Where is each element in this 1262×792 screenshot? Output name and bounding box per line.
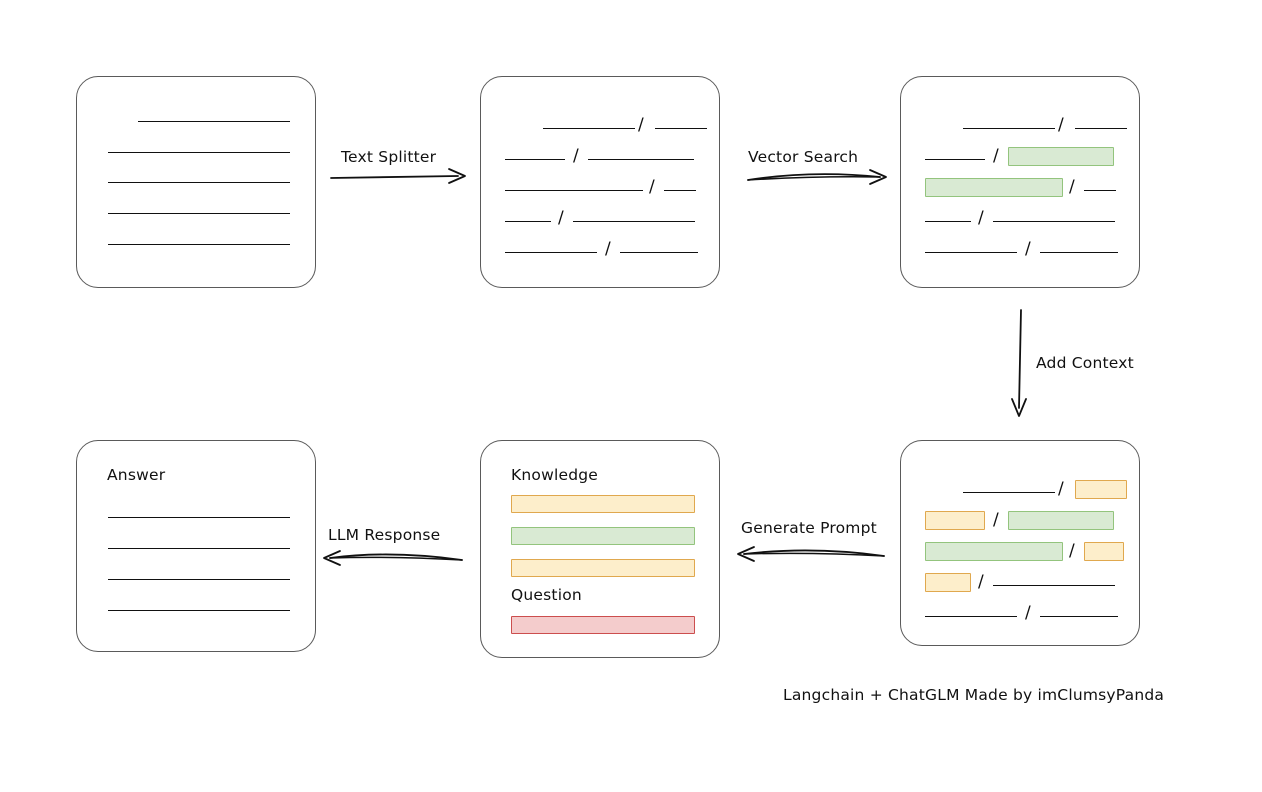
- arrow-add-context: [1011, 309, 1027, 417]
- footer-credit: Langchain + ChatGLM Made by imClumsyPand…: [783, 686, 1165, 704]
- answer-line: [108, 548, 290, 549]
- chunk-segment: [925, 616, 1017, 617]
- edge-label-add-context: Add Context: [1036, 354, 1134, 372]
- arrow-llm-response: [323, 550, 463, 566]
- matched-document-box[interactable]: / / / / /: [900, 76, 1140, 288]
- chunk-segment: [1040, 252, 1118, 253]
- chunk-separator: /: [1025, 239, 1031, 259]
- chunk-separator: /: [978, 208, 984, 228]
- chunk-segment: [588, 159, 694, 160]
- edge-label-llm-response: LLM Response: [328, 526, 441, 544]
- document-line: [108, 152, 290, 153]
- chunk-segment: [505, 159, 565, 160]
- chunk-segment: [664, 190, 696, 191]
- answer-line: [108, 610, 290, 611]
- context-chunk-highlight: [925, 573, 971, 592]
- chunk-separator: /: [1069, 177, 1075, 197]
- chunk-segment: [655, 128, 707, 129]
- chunk-segment: [505, 221, 551, 222]
- retrieved-chunk-highlight: [925, 542, 1063, 561]
- split-document-box[interactable]: / / / / /: [480, 76, 720, 288]
- answer-label: Answer: [107, 466, 166, 484]
- chunk-segment: [963, 128, 1055, 129]
- chunk-segment: [993, 221, 1115, 222]
- edge-label-generate-prompt: Generate Prompt: [741, 519, 877, 537]
- chunk-segment: [925, 159, 985, 160]
- knowledge-bar: [511, 559, 695, 577]
- chunk-separator: /: [605, 239, 611, 259]
- chunk-segment: [505, 190, 643, 191]
- edge-label-vector-search: Vector Search: [748, 148, 859, 166]
- document-line: [138, 121, 290, 122]
- arrow-vector-search: [747, 169, 887, 185]
- document-line: [108, 182, 290, 183]
- chunk-segment: [925, 252, 1017, 253]
- knowledge-bar: [511, 527, 695, 545]
- chunk-separator: /: [978, 572, 984, 592]
- retrieved-chunk-highlight: [925, 178, 1063, 197]
- retrieved-chunk-highlight: [1008, 511, 1114, 530]
- chunk-segment: [963, 492, 1055, 493]
- question-bar: [511, 616, 695, 634]
- chunk-separator: /: [558, 208, 564, 228]
- chunk-separator: /: [1025, 603, 1031, 623]
- context-chunk-highlight: [1084, 542, 1124, 561]
- chunk-separator: /: [573, 146, 579, 166]
- answer-line: [108, 579, 290, 580]
- source-document-box[interactable]: [76, 76, 316, 288]
- chunk-segment: [505, 252, 597, 253]
- chunk-segment: [543, 128, 635, 129]
- chunk-separator: /: [993, 510, 999, 530]
- document-line: [108, 244, 290, 245]
- chunk-segment: [573, 221, 695, 222]
- chunk-separator: /: [649, 177, 655, 197]
- arrow-text-splitter: [330, 168, 466, 184]
- context-chunk-highlight: [1075, 480, 1127, 499]
- chunk-segment: [1075, 128, 1127, 129]
- knowledge-bar: [511, 495, 695, 513]
- edge-label-text-splitter: Text Splitter: [341, 148, 437, 166]
- document-line: [108, 213, 290, 214]
- chunk-segment: [925, 221, 971, 222]
- prompt-box[interactable]: Knowledge Question: [480, 440, 720, 658]
- chunk-segment: [993, 585, 1115, 586]
- answer-line: [108, 517, 290, 518]
- arrow-generate-prompt: [737, 546, 885, 562]
- context-chunk-highlight: [925, 511, 985, 530]
- chunk-segment: [620, 252, 698, 253]
- knowledge-label: Knowledge: [511, 466, 599, 484]
- chunk-separator: /: [1058, 115, 1064, 135]
- chunk-separator: /: [638, 115, 644, 135]
- chunk-segment: [1084, 190, 1116, 191]
- chunk-separator: /: [1058, 479, 1064, 499]
- answer-box[interactable]: Answer: [76, 440, 316, 652]
- context-document-box[interactable]: / / / / /: [900, 440, 1140, 646]
- chunk-separator: /: [1069, 541, 1075, 561]
- question-label: Question: [511, 586, 582, 604]
- chunk-segment: [1040, 616, 1118, 617]
- retrieved-chunk-highlight: [1008, 147, 1114, 166]
- chunk-separator: /: [993, 146, 999, 166]
